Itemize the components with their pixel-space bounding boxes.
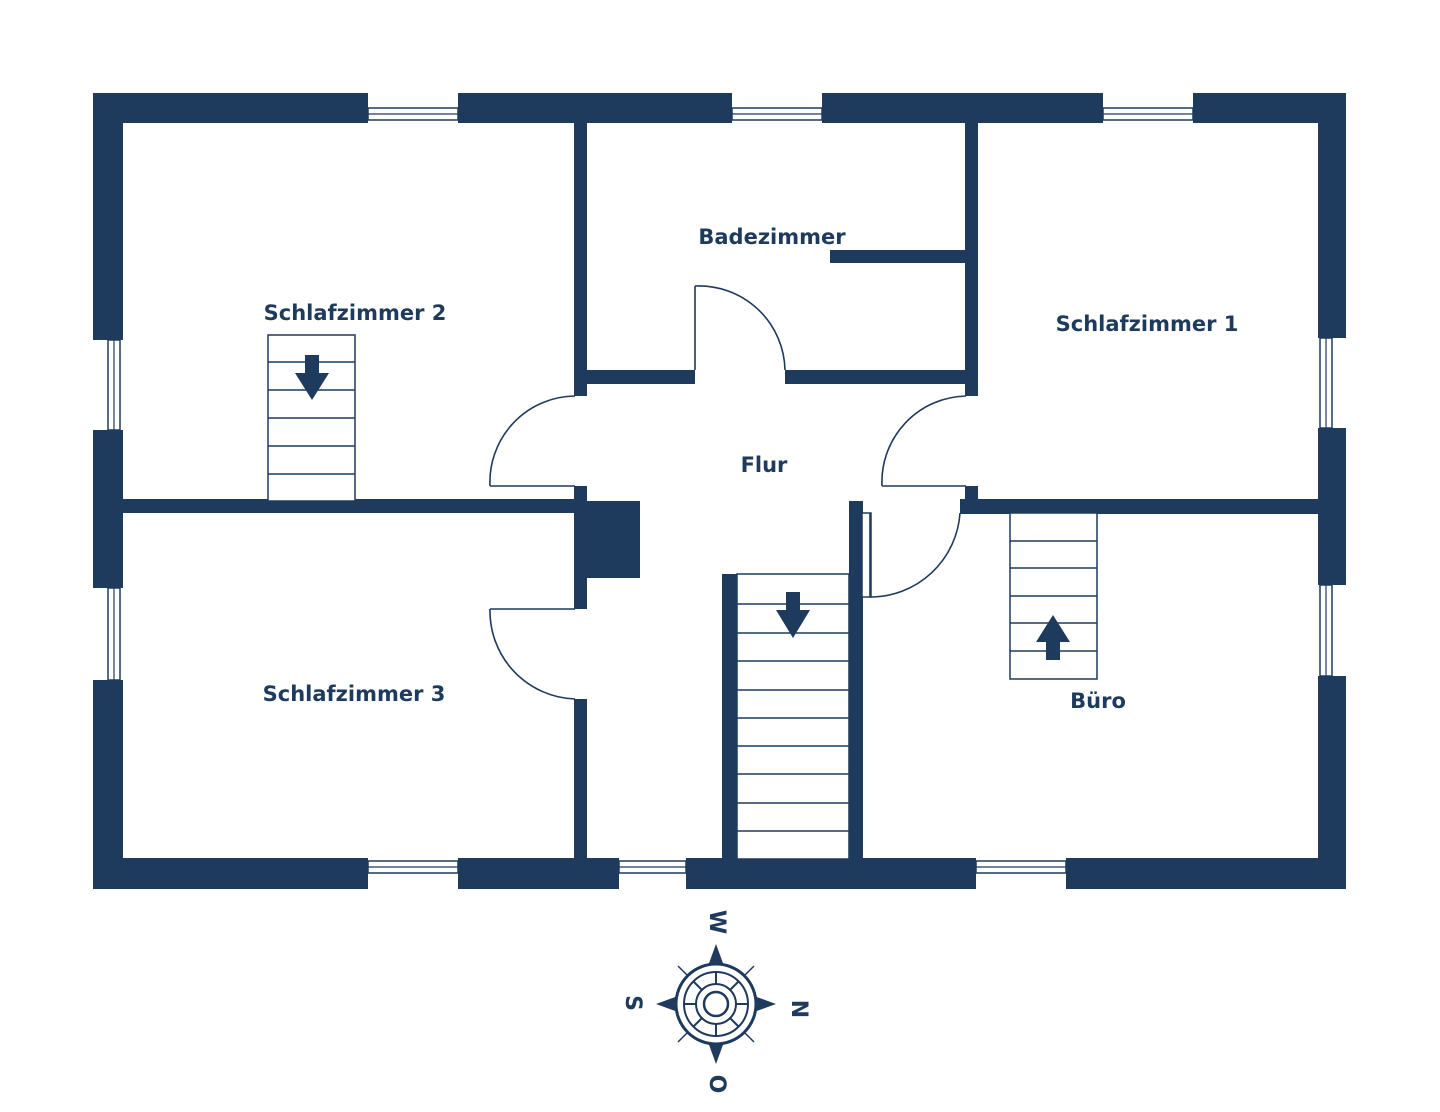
wall-right-3 <box>1318 676 1346 889</box>
window-left-2 <box>107 587 121 681</box>
wall-sz3-right-1 <box>574 510 587 609</box>
wall-stair-left <box>722 574 737 859</box>
wall-top-1 <box>93 93 368 123</box>
wall-sz1-left-lower <box>965 486 978 501</box>
arrow-down-icon <box>776 592 810 638</box>
compass-letter-top: W <box>704 910 729 934</box>
compass-letter-right: N <box>786 1000 811 1018</box>
room-label-schlafzimmer-1: Schlafzimmer 1 <box>1056 312 1239 336</box>
wall-bottom-4 <box>1066 858 1346 889</box>
wall-right-2 <box>1318 428 1346 585</box>
window-right-1 <box>1319 337 1333 429</box>
room-label-buero: Büro <box>1070 689 1126 713</box>
outer-walls <box>93 93 1346 889</box>
interior-walls <box>121 121 1320 859</box>
window-bottom-2 <box>618 860 687 874</box>
wall-bottom-1 <box>93 858 368 889</box>
arrow-up-icon <box>1036 615 1070 660</box>
stairs-flur <box>736 573 850 860</box>
windows <box>107 107 1333 874</box>
wall-left-3 <box>93 680 123 889</box>
wall-sz2-bad <box>574 121 587 396</box>
window-top-2 <box>731 107 823 121</box>
compass-rose: W N O S <box>620 910 811 1093</box>
stairs-buero <box>1009 512 1098 680</box>
room-label-schlafzimmer-2: Schlafzimmer 2 <box>264 301 447 325</box>
wall-top-3 <box>822 93 1103 123</box>
wall-right-1 <box>1318 93 1346 338</box>
window-bottom-1 <box>367 860 459 874</box>
door-schlafzimmer-2 <box>489 395 576 487</box>
room-label-badezimmer: Badezimmer <box>698 225 846 249</box>
wall-sz3-right-2 <box>574 699 587 859</box>
door-schlafzimmer-1 <box>881 395 967 487</box>
wall-bad-bottom-2 <box>785 370 978 384</box>
arrow-down-icon <box>295 355 329 400</box>
compass-letter-bottom: O <box>704 1075 729 1094</box>
door-schlafzimmer-3 <box>489 608 576 700</box>
wall-left-2 <box>93 430 123 588</box>
wall-stair-right <box>849 501 863 859</box>
wall-sz2-sz3 <box>121 499 587 513</box>
window-top-3 <box>1102 107 1194 121</box>
wall-sz1-buero <box>960 499 1320 514</box>
chimney <box>587 501 640 578</box>
wall-left-1 <box>93 93 123 340</box>
window-left-1 <box>107 339 121 431</box>
room-labels: Schlafzimmer 2 Badezimmer Schlafzimmer 1… <box>263 225 1239 713</box>
compass-icon <box>656 944 776 1064</box>
door-badezimmer <box>694 285 786 371</box>
window-bottom-3 <box>975 860 1067 874</box>
window-right-2 <box>1319 584 1333 677</box>
room-label-schlafzimmer-3: Schlafzimmer 3 <box>263 682 446 706</box>
doors <box>489 285 967 700</box>
room-label-flur: Flur <box>741 453 788 477</box>
stairs-schlafzimmer-2 <box>267 334 356 502</box>
window-top-1 <box>367 107 459 121</box>
wall-bad-stub <box>830 250 965 263</box>
wall-bottom-3 <box>686 858 976 889</box>
wall-bad-bottom-1 <box>587 370 695 384</box>
wall-bad-sz1 <box>965 121 978 396</box>
wall-bottom-2 <box>458 858 619 889</box>
door-buero <box>861 512 961 598</box>
wall-top-2 <box>458 93 732 123</box>
compass-letter-left: S <box>620 995 645 1011</box>
